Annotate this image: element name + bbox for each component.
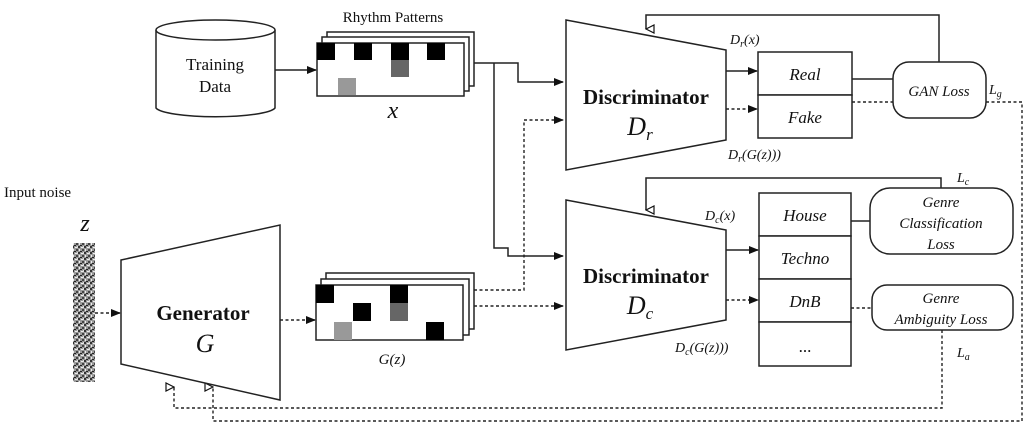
rhythm-patterns-stack: Rhythm Patterns x bbox=[316, 10, 475, 124]
generator-symbol: G bbox=[196, 329, 215, 358]
pattern-cell bbox=[390, 303, 408, 321]
discriminator-c: Discriminator Dc bbox=[565, 199, 727, 351]
gan-loss-feedback-dr bbox=[646, 14, 940, 62]
discriminator-r-title: Discriminator bbox=[583, 85, 709, 109]
ambiguity-loss-symbol: La bbox=[956, 346, 970, 363]
genre-dnb: DnB bbox=[788, 292, 821, 311]
pattern-cell bbox=[353, 303, 371, 321]
dr-real-output-label: Dr(x) bbox=[729, 33, 760, 50]
training-data-label-2: Data bbox=[199, 77, 232, 96]
pattern-cell bbox=[426, 322, 444, 340]
gan-loss-node: GAN Loss bbox=[892, 61, 987, 119]
pattern-cell bbox=[338, 78, 356, 95]
genre-ambiguity-loss-node: Genre Ambiguity Loss bbox=[871, 284, 1014, 331]
dr-fake-output-label: Dr(G(z))) bbox=[727, 148, 781, 165]
dc-fake-output-label: Dc(G(z))) bbox=[674, 341, 729, 358]
pattern-cell bbox=[317, 43, 335, 60]
pattern-cell bbox=[391, 43, 409, 60]
generated-patterns-stack: G(z) bbox=[315, 272, 475, 368]
discriminator-c-title: Discriminator bbox=[583, 264, 709, 288]
gan-loss-label: GAN Loss bbox=[908, 84, 969, 100]
pattern-cell bbox=[354, 43, 372, 60]
pattern-cell bbox=[334, 322, 352, 340]
gan-loss-feedback-generator bbox=[213, 101, 1023, 422]
training-data-cylinder: Training Data bbox=[155, 19, 276, 118]
discriminator-r: Discriminator Dr bbox=[565, 19, 727, 171]
genre-classification-loss-node: Genre Classification Loss bbox=[869, 187, 1014, 255]
training-data-label-1: Training bbox=[186, 55, 244, 74]
pattern-cell bbox=[390, 285, 408, 303]
gal-line-1: Genre bbox=[923, 291, 960, 307]
input-noise-symbol: z bbox=[79, 211, 90, 237]
generated-patterns-symbol: G(z) bbox=[379, 352, 406, 368]
genre-output-box: House Techno DnB ... bbox=[758, 192, 852, 367]
discriminator-r-symbol: Dr bbox=[626, 112, 653, 144]
discriminator-c-symbol: Dc bbox=[626, 291, 654, 323]
gcl-line-2: Classification bbox=[899, 216, 982, 232]
gcl-line-3: Loss bbox=[926, 237, 955, 253]
rhythm-patterns-symbol: x bbox=[387, 98, 399, 124]
input-noise-title: Input noise bbox=[4, 185, 71, 201]
rhythm-patterns-title: Rhythm Patterns bbox=[343, 10, 444, 26]
output-real: Real bbox=[788, 65, 820, 84]
output-fake: Fake bbox=[787, 108, 822, 127]
genre-more: ... bbox=[799, 337, 812, 356]
generator-title: Generator bbox=[156, 301, 249, 325]
ambiguity-loss-feedback-generator bbox=[174, 330, 943, 409]
classification-loss-symbol: Lc bbox=[956, 171, 970, 188]
real-to-dr-arrow bbox=[474, 62, 564, 86]
gan-loss-symbol: Lg bbox=[988, 83, 1002, 100]
pattern-cell bbox=[316, 285, 334, 303]
generated-to-dr-arrow bbox=[474, 116, 564, 291]
genre-house: House bbox=[782, 206, 827, 225]
noise-vector bbox=[73, 243, 95, 382]
real-to-dc-arrow bbox=[493, 63, 564, 260]
pattern-cell bbox=[391, 60, 409, 77]
gcl-line-1: Genre bbox=[923, 195, 960, 211]
dc-real-output-label: Dc(x) bbox=[704, 209, 735, 226]
genre-techno: Techno bbox=[781, 249, 830, 268]
real-fake-output-box: Real Fake bbox=[757, 51, 853, 139]
genre-classification-feedback-dc bbox=[646, 177, 942, 210]
generator: Generator G bbox=[120, 224, 281, 401]
gal-line-2: Ambiguity Loss bbox=[894, 312, 988, 328]
pattern-cell bbox=[427, 43, 445, 60]
